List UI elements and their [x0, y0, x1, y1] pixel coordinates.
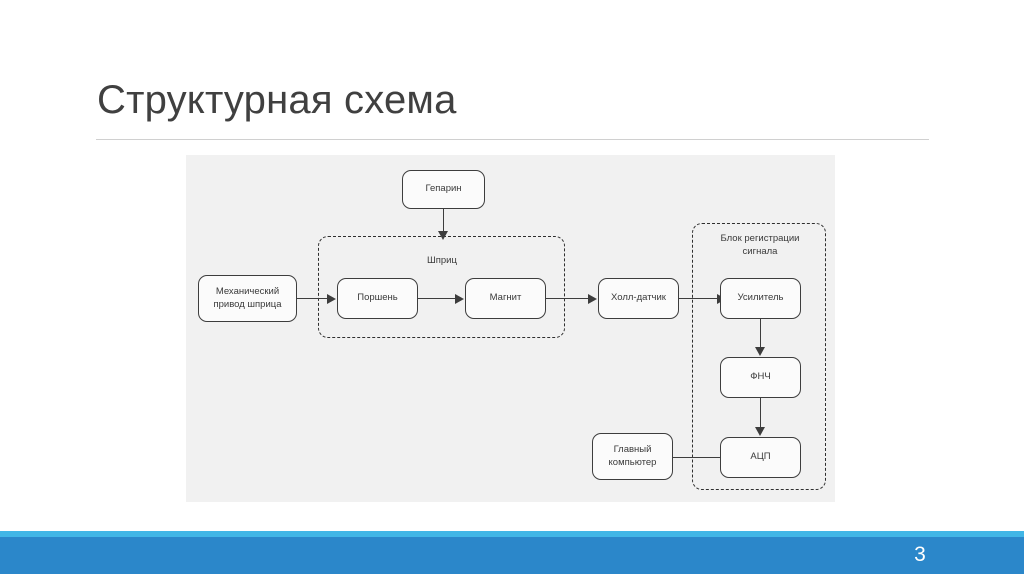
arrowhead-drive-to-piston — [327, 293, 336, 304]
title-divider — [96, 139, 929, 140]
diagram-panel: Шприц Блок регистрации сигнала Гепарин М… — [186, 155, 835, 502]
arrowhead-amplifier-to-lpf — [755, 347, 765, 356]
arrowhead-heparin-to-syringe — [438, 231, 448, 240]
node-mechanical-drive[interactable]: Механический привод шприца — [198, 275, 297, 322]
edge-lpf-to-adc — [760, 398, 762, 431]
edge-magnet-to-hall-sensor — [546, 298, 591, 300]
node-hall-sensor[interactable]: Холл-датчик — [598, 278, 679, 319]
arrowhead-magnet-to-hall-sensor — [588, 293, 597, 304]
arrowhead-lpf-to-adc — [755, 427, 765, 436]
node-piston[interactable]: Поршень — [337, 278, 418, 319]
node-low-pass-filter[interactable]: ФНЧ — [720, 357, 801, 398]
group-syringe-label: Шприц — [427, 255, 457, 266]
group-signal-registration — [692, 223, 826, 490]
node-heparin[interactable]: Гепарин — [402, 170, 485, 209]
edge-hall-sensor-to-amplifier — [679, 298, 722, 300]
edge-piston-to-magnet — [418, 298, 458, 300]
edge-drive-to-piston — [297, 298, 329, 300]
group-signal-registration-label: Блок регистрации сигнала — [720, 233, 800, 257]
page-number: 3 — [914, 543, 926, 566]
arrowhead-piston-to-magnet — [455, 293, 464, 304]
node-adc[interactable]: АЦП — [720, 437, 801, 478]
node-main-computer[interactable]: Главный компьютер — [592, 433, 673, 480]
edge-adc-to-main-computer — [673, 457, 721, 459]
page-title: Структурная схема — [97, 78, 457, 122]
node-magnet[interactable]: Магнит — [465, 278, 546, 319]
edge-heparin-to-syringe — [443, 209, 445, 233]
footer-bar — [0, 537, 1024, 574]
node-amplifier[interactable]: Усилитель — [720, 278, 801, 319]
footer-accent-bar — [0, 531, 1024, 537]
edge-amplifier-to-lpf — [760, 319, 762, 349]
